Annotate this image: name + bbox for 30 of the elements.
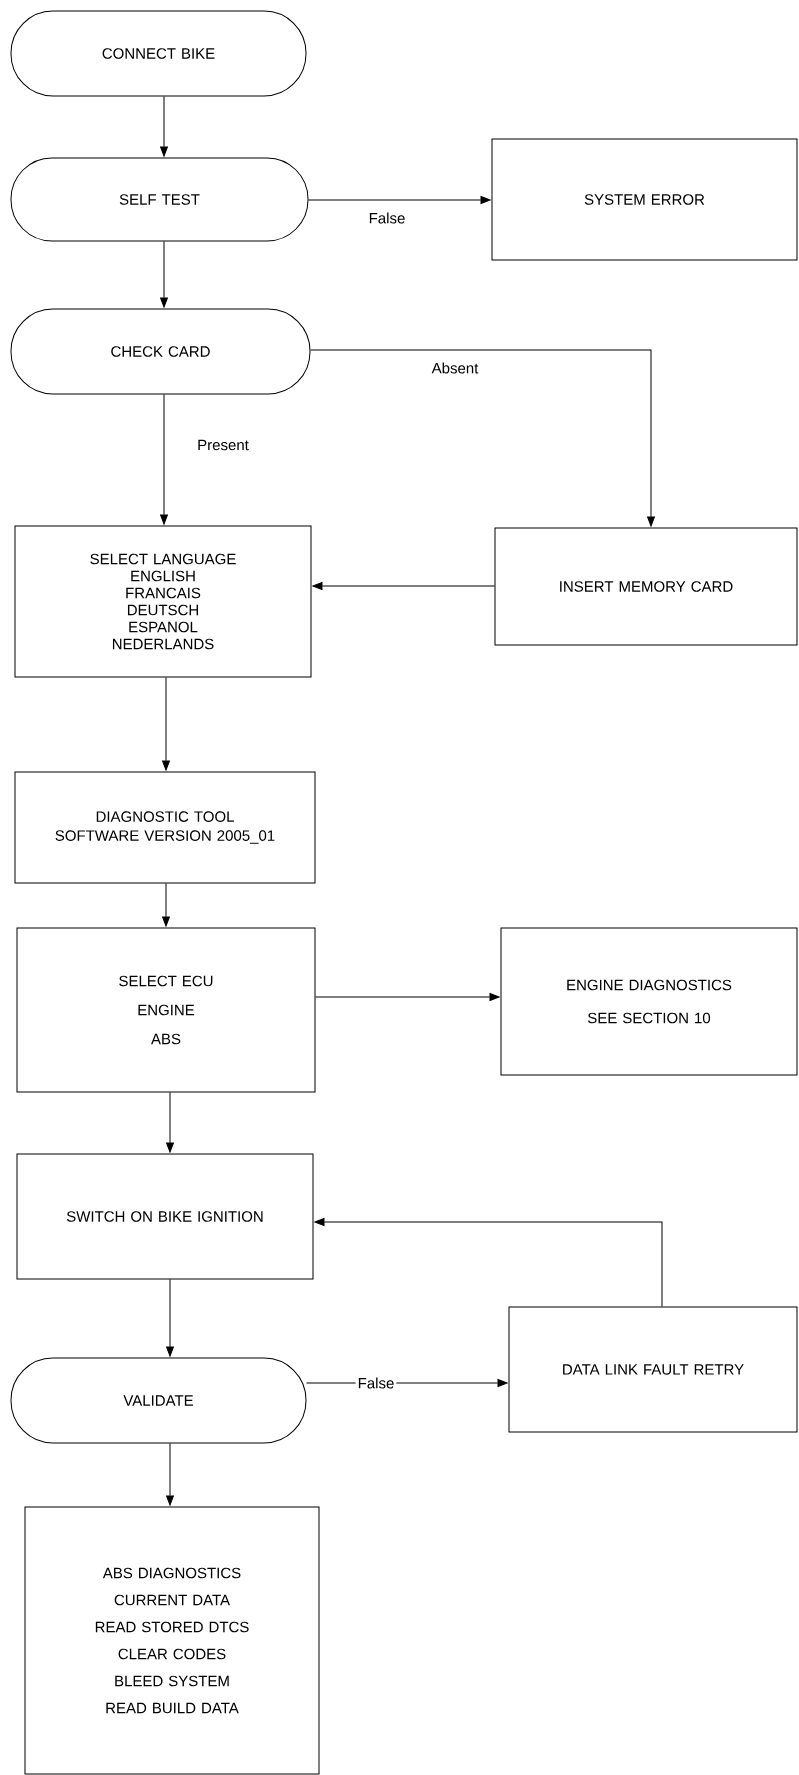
arrow	[162, 677, 170, 771]
arrow	[160, 96, 168, 157]
arrow	[160, 394, 168, 525]
arrow	[314, 1218, 663, 1307]
arrow	[162, 883, 170, 927]
process-box: SELECT LANGUAGE ENGLISH FRANCAIS DEUTSCH ESPANOL NEDERLANDS	[14, 525, 312, 678]
terminal-box: SELF TEST	[10, 157, 309, 242]
edge-label: Absent	[429, 360, 481, 376]
arrow	[315, 993, 500, 1001]
process-box: SYSTEM ERROR	[491, 138, 798, 261]
arrow	[312, 582, 495, 590]
arrow	[166, 1279, 174, 1357]
arrow	[166, 1443, 174, 1506]
terminal-box: VALIDATE	[10, 1357, 307, 1444]
process-box: INSERT MEMORY CARD	[494, 527, 798, 646]
arrow	[308, 196, 491, 204]
process-box: DATA LINK FAULT RETRY	[508, 1306, 798, 1433]
edge-label: False	[355, 1375, 397, 1391]
arrow	[160, 241, 168, 308]
arrow	[310, 349, 655, 527]
edge-label: False	[366, 210, 408, 226]
terminal-box: CHECK CARD	[10, 308, 311, 395]
process-box: ABS DIAGNOSTICS CURRENT DATA READ STORED DTCS CLEAR CODES BLEED SYSTEM READ BUILD DATA	[24, 1506, 320, 1775]
process-box: DIAGNOSTIC TOOL SOFTWARE VERSION 2005_01	[14, 771, 316, 884]
terminal-box: CONNECT BIKE	[10, 10, 307, 97]
process-box: SWITCH ON BIKE IGNITION	[16, 1153, 314, 1280]
process-box: ENGINE DIAGNOSTICS SEE SECTION 10	[500, 927, 798, 1076]
arrow	[166, 1092, 174, 1153]
edge-label: Present	[195, 437, 251, 453]
process-box: SELECT ECU ENGINE ABS	[16, 927, 316, 1093]
